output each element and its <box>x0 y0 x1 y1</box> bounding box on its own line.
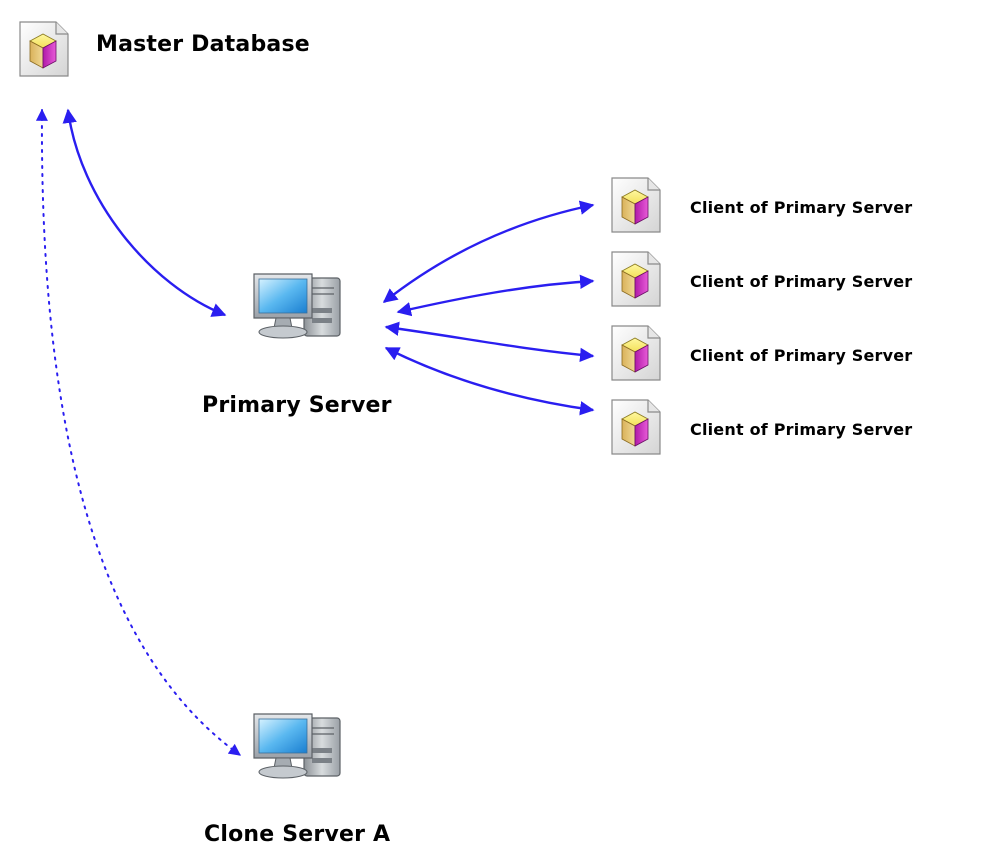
primary-server-label: Primary Server <box>202 393 392 418</box>
database-file-icon <box>19 21 69 77</box>
client-label: Client of Primary Server <box>690 346 913 365</box>
edge-primary-to-client-1 <box>382 200 595 303</box>
master-database-label: Master Database <box>96 32 310 57</box>
clone-server-label: Clone Server A <box>204 822 391 847</box>
edge-primary-to-client-2 <box>396 274 595 317</box>
edge-master-to-primary <box>62 108 227 317</box>
database-file-icon <box>611 399 661 455</box>
edge-master-to-clone <box>35 108 241 756</box>
client-label: Client of Primary Server <box>690 420 913 439</box>
database-file-icon <box>611 325 661 381</box>
database-file-icon <box>611 177 661 233</box>
database-file-icon <box>611 251 661 307</box>
client-label: Client of Primary Server <box>690 198 913 217</box>
server-computer-icon <box>253 273 341 339</box>
server-computer-icon <box>253 713 341 779</box>
edge-primary-to-client-3 <box>384 321 595 363</box>
edge-primary-to-client-4 <box>384 346 595 416</box>
client-label: Client of Primary Server <box>690 272 913 291</box>
